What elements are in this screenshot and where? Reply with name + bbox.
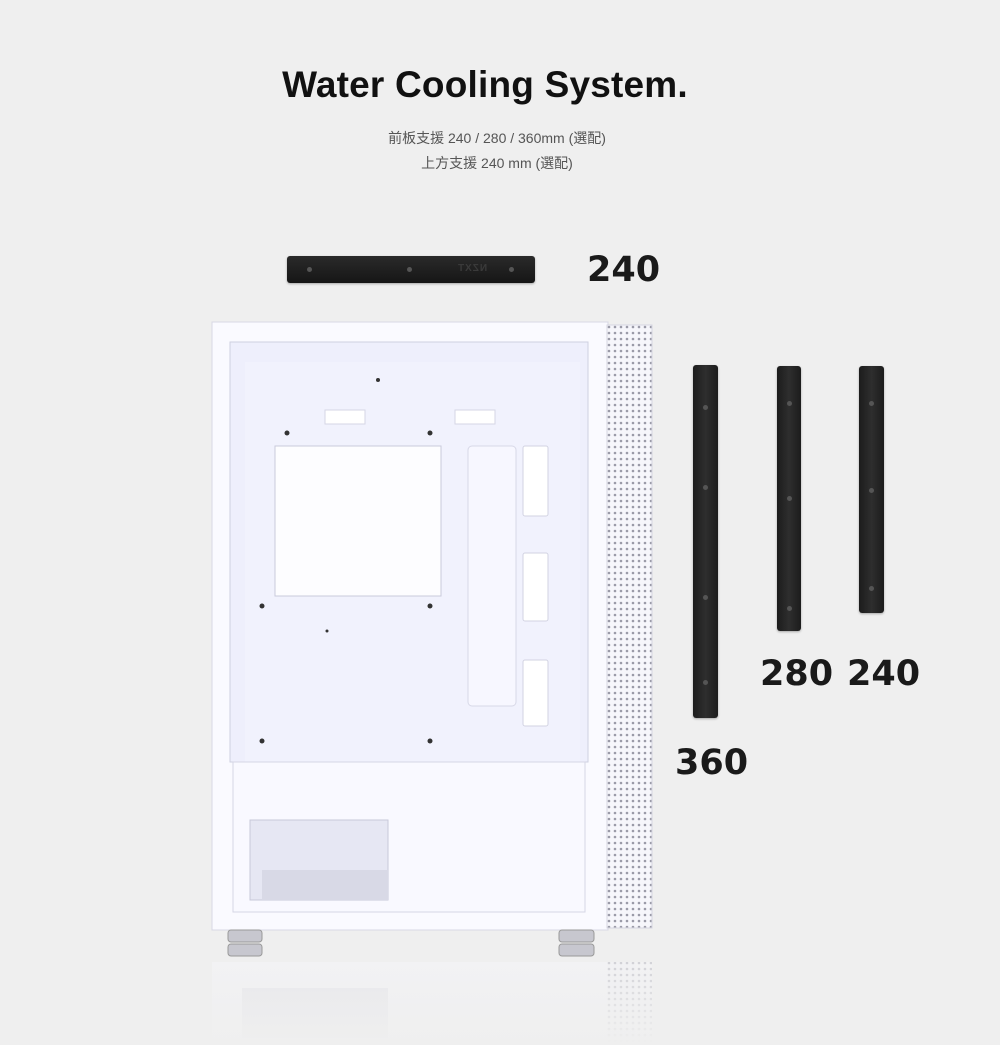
front-radiator-240 <box>859 366 884 613</box>
subtitle-top-support: 上方支援 240 mm (選配) <box>421 155 573 171</box>
front-radiator-360 <box>693 365 718 718</box>
front-radiator-240-label: 240 <box>847 654 921 694</box>
front-radiator-360-label: 360 <box>675 743 749 783</box>
top-radiator-label: 240 <box>587 250 661 290</box>
front-radiator-280 <box>777 366 801 631</box>
top-radiator-240: NZXT <box>287 256 535 283</box>
front-radiator-280-label: 280 <box>760 654 834 694</box>
page-title: Water Cooling System. <box>282 64 688 105</box>
subtitle-front-support: 前板支援 240 / 280 / 360mm (選配) <box>388 130 606 146</box>
